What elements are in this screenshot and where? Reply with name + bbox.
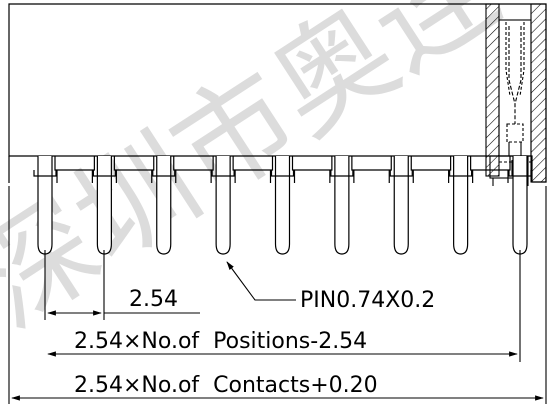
pin-collar-5 (270, 170, 295, 177)
standoff-tab-3 (175, 170, 212, 183)
pitch-label: 2.54 (129, 287, 178, 312)
contacts-dimension (8, 186, 547, 404)
end-base (489, 155, 529, 179)
pin-7 (393, 156, 409, 255)
standoff-tab-5 (293, 170, 331, 183)
standoff-tab-4 (234, 170, 272, 183)
standoff-tab-1 (56, 170, 93, 183)
standoff-4 (232, 156, 274, 171)
pin-collar-7 (389, 170, 413, 177)
pin-3 (156, 156, 172, 255)
pin-collar-3 (152, 170, 176, 177)
pins (33, 156, 532, 255)
pin-collar-1 (33, 170, 57, 177)
standoff-3 (173, 156, 214, 171)
pin-collar-6 (330, 170, 354, 177)
standoff-8 (470, 156, 511, 171)
pin-collar-2 (92, 170, 116, 177)
contact-body (506, 123, 524, 143)
pin-label: PIN0.74X0.2 (300, 288, 435, 313)
pin-collar-8 (449, 170, 473, 177)
end-hatch-left (485, 3, 500, 177)
pin-9 (512, 156, 528, 255)
pin-5 (274, 156, 291, 255)
end-hatch-right (530, 3, 547, 183)
pitch-dimension (44, 250, 200, 320)
contacts-label: 2.54×No.of Contacts+0.20 (74, 373, 378, 398)
standoff-2 (113, 156, 155, 171)
pin-collar-4 (211, 170, 235, 177)
pin-1 (37, 156, 53, 255)
pin-2 (96, 156, 112, 255)
standoff-tab-2 (115, 170, 153, 183)
standoff-tab-8 (472, 170, 509, 183)
standoff-7 (410, 156, 452, 171)
contact-spring (508, 26, 522, 124)
standoffs (54, 156, 511, 183)
positions-label: 2.54×No.of Positions-2.54 (74, 329, 367, 354)
standoff-tab-6 (353, 170, 390, 183)
standoff-1 (54, 156, 95, 171)
pin-leader (226, 261, 296, 301)
pin-collar-9 (508, 170, 532, 177)
standoff-tab-7 (412, 170, 450, 183)
pin-8 (453, 156, 469, 255)
standoff-5 (291, 156, 333, 171)
positions-dimension (47, 250, 521, 362)
pin-4 (215, 156, 231, 255)
standoff-6 (351, 156, 392, 171)
pin-6 (334, 156, 350, 255)
